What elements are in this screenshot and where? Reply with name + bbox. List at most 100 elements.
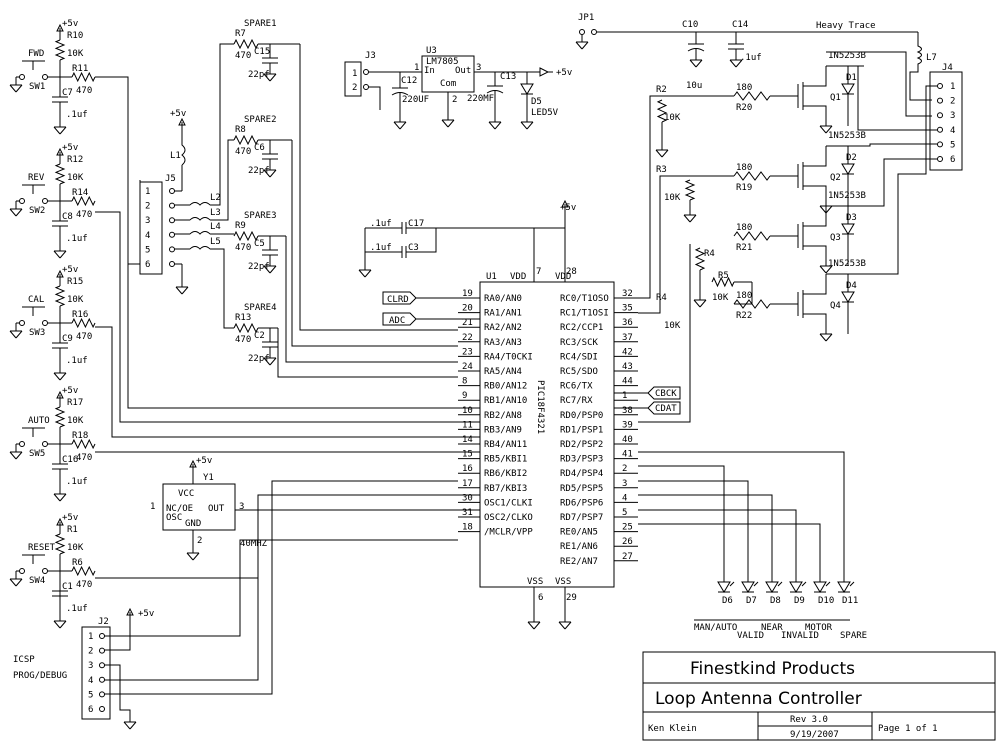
j2-pin: 2 xyxy=(88,647,93,657)
project-title: Loop Antenna Controller xyxy=(655,689,862,709)
mcu-pin-number: 14 xyxy=(462,435,473,445)
zener-body xyxy=(841,291,855,303)
led-ref: D8 xyxy=(770,596,781,606)
jp1-ref: JP1 xyxy=(578,13,594,23)
spare-cap-ref: C6 xyxy=(254,143,265,153)
zener-part: 1N5253B xyxy=(828,259,866,269)
j2-pin: 6 xyxy=(88,705,93,715)
mcu-pin-number: 43 xyxy=(622,362,633,372)
page-number: Page 1 of 1 xyxy=(878,724,938,734)
mcu-pin-number: 9 xyxy=(462,391,467,401)
led-body xyxy=(741,581,755,593)
series-ref: R14 xyxy=(72,188,88,198)
regulator-com: Com xyxy=(440,79,456,89)
j4-pin: 3 xyxy=(950,111,955,121)
osc-vcc: VCC xyxy=(178,489,194,499)
pot-value: 10K xyxy=(664,113,681,123)
pot-ref: R2 xyxy=(656,85,667,95)
mcu-pin-name: RB5/KBI1 xyxy=(484,455,527,465)
pullup-value: 10K xyxy=(67,416,84,426)
j5-pin: 6 xyxy=(145,260,150,270)
mcu-pin-number: 8 xyxy=(462,377,467,387)
j2-label: ICSP xyxy=(13,655,35,665)
mcu-pin-name: RA3/AN3 xyxy=(484,338,522,348)
inductor-ref: L4 xyxy=(210,222,221,232)
led-ref: D10 xyxy=(818,596,834,606)
mcu-pin-name: /MCLR/VPP xyxy=(484,528,533,538)
spare-cap-ref: C2 xyxy=(254,331,265,341)
inductor-ref: L3 xyxy=(210,208,221,218)
net-label-adc: ADC xyxy=(389,316,405,326)
pot-ref: R3 xyxy=(656,165,667,175)
status-led: D8 xyxy=(638,494,783,606)
mcu-pin-number: 19 xyxy=(462,289,473,299)
mcu-pin-name: RD5/PSP5 xyxy=(560,484,603,494)
osc-power: +5v xyxy=(196,456,212,466)
mcu-pin-name: RE0/AN5 xyxy=(560,528,598,538)
zener-part: 1N5253B xyxy=(828,191,866,201)
mcu-pin-name: RD6/PSP6 xyxy=(560,498,603,508)
mcu-pin-number: 3 xyxy=(622,479,627,489)
mcu-pin-name: RB1/AN10 xyxy=(484,396,527,406)
spare-res-value: 470 xyxy=(235,147,251,157)
spare-label: SPARE4 xyxy=(244,303,277,313)
mcu-pin-name: RD0/PSP0 xyxy=(560,411,603,421)
mcu-pin-number: 10 xyxy=(462,406,473,416)
mcu-pin-name: RC1/T1OSI xyxy=(560,309,609,319)
j5-pin: 5 xyxy=(145,245,150,255)
status-led: D6 xyxy=(638,465,735,606)
cap-value: .1uf xyxy=(66,234,88,244)
series-ref: R6 xyxy=(72,558,83,568)
mcu-pin-number: 4 xyxy=(622,493,627,503)
pullup-ref: R1 xyxy=(67,525,78,535)
gate-res-ref: R19 xyxy=(736,183,752,193)
osc-ref: Y1 xyxy=(203,473,214,483)
led-label: MOTOR xyxy=(805,623,833,633)
mcu-pin-name: RC3/SCK xyxy=(560,338,599,348)
cap-ref: C7 xyxy=(62,88,73,98)
d5-value: LED5V xyxy=(531,108,559,118)
spare-res-value: 470 xyxy=(235,243,251,253)
net-label-cdat: CDAT xyxy=(655,404,677,414)
j2-body xyxy=(81,626,111,720)
mcu-pin-name: RB2/AN8 xyxy=(484,411,522,421)
led-label: INVALID xyxy=(781,631,819,641)
heavy-trace-label: Heavy Trace xyxy=(816,21,876,31)
zener-ref: D1 xyxy=(846,73,857,83)
pullup-value: 10K xyxy=(67,49,84,59)
mcu-pin-name: RB7/KBI3 xyxy=(484,484,527,494)
mcu-pin-number: 36 xyxy=(622,318,633,328)
mcu-pin-name: RD2/PSP2 xyxy=(560,440,603,450)
cap-value: .1uf xyxy=(66,604,88,614)
zener-body xyxy=(841,223,855,235)
j5-pin: 1 xyxy=(145,187,150,197)
mcu-pin-name: RC0/T1OSO xyxy=(560,294,609,304)
status-led: D7 xyxy=(638,480,759,606)
date: 9/19/2007 xyxy=(790,730,839,740)
mcu-vdd-label-2: VDD xyxy=(555,272,571,282)
gate-res-ref: R20 xyxy=(736,103,752,113)
j4-pin: 1 xyxy=(950,82,955,92)
j4-ref: J4 xyxy=(942,63,953,73)
mcu-pin-number: 35 xyxy=(622,304,633,314)
led-label: SPARE xyxy=(840,631,867,641)
gate-res-value: 180 xyxy=(736,291,752,301)
net-label-clrd: CLRD xyxy=(387,295,409,305)
switch-ref: SW1 xyxy=(29,82,45,92)
zener-part: 1N5253B xyxy=(828,51,866,61)
osc-pin-3: 3 xyxy=(239,502,244,512)
mcu-pin-name: RA1/AN1 xyxy=(484,309,522,319)
top-supply: JP1 C10 10u C14 .1uf Heavy Trace L7 xyxy=(575,13,937,117)
spare-res-ref: R9 xyxy=(235,221,246,231)
spare-cap-value: 22pf xyxy=(248,354,270,364)
switch-label: FWD xyxy=(28,49,44,59)
mcu-vdd-pin: 7 xyxy=(536,267,541,277)
mcu-pin-number: 42 xyxy=(622,347,633,357)
spare-res-ref: R8 xyxy=(235,125,246,135)
led-body xyxy=(717,581,731,593)
